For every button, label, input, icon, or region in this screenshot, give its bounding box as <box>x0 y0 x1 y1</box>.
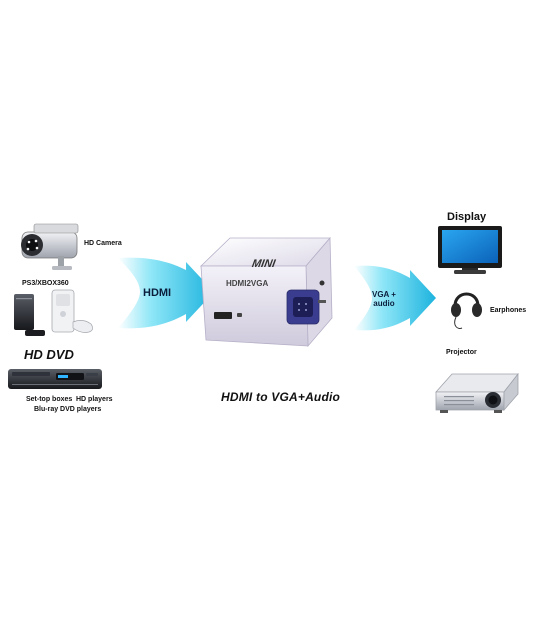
hd-camera-icon <box>21 223 79 270</box>
hd-dvd-logo: HD DVD <box>24 347 74 362</box>
hdmi-input-arrow <box>118 257 214 329</box>
vga-audio-arrow-label: VGA + audio <box>372 290 396 308</box>
bluray-label: Blu-ray DVD players <box>34 406 102 413</box>
ps3-console-icon <box>14 294 45 336</box>
hdmi-arrow-label: HDMI <box>143 287 172 299</box>
earphones-icon <box>451 292 482 329</box>
vga-audio-line1: VGA + <box>372 290 396 299</box>
earphones-label: Earphones <box>490 307 527 314</box>
set-top-boxes-label: Set-top boxes <box>26 396 73 403</box>
hd-players-label: HD players <box>76 396 113 403</box>
projector-label: Projector <box>446 349 477 356</box>
console-label: PS3/XBOX360 <box>22 280 69 287</box>
hd-camera-label: HD Camera <box>84 240 122 247</box>
vga-audio-line2: audio <box>373 299 395 308</box>
hdmi2vga-converter <box>200 236 333 348</box>
converter-brand: MINI <box>250 258 277 270</box>
display-label: Display <box>447 211 487 223</box>
display-monitor-icon <box>438 226 502 274</box>
xbox360-console-icon <box>51 289 93 333</box>
converter-model: HDMI2VGA <box>226 279 269 288</box>
diagram-caption: HDMI to VGA+Audio <box>221 390 341 404</box>
dvd-player-icon <box>8 369 102 389</box>
projector-icon <box>435 372 519 413</box>
vga-audio-output-arrow <box>354 265 436 331</box>
